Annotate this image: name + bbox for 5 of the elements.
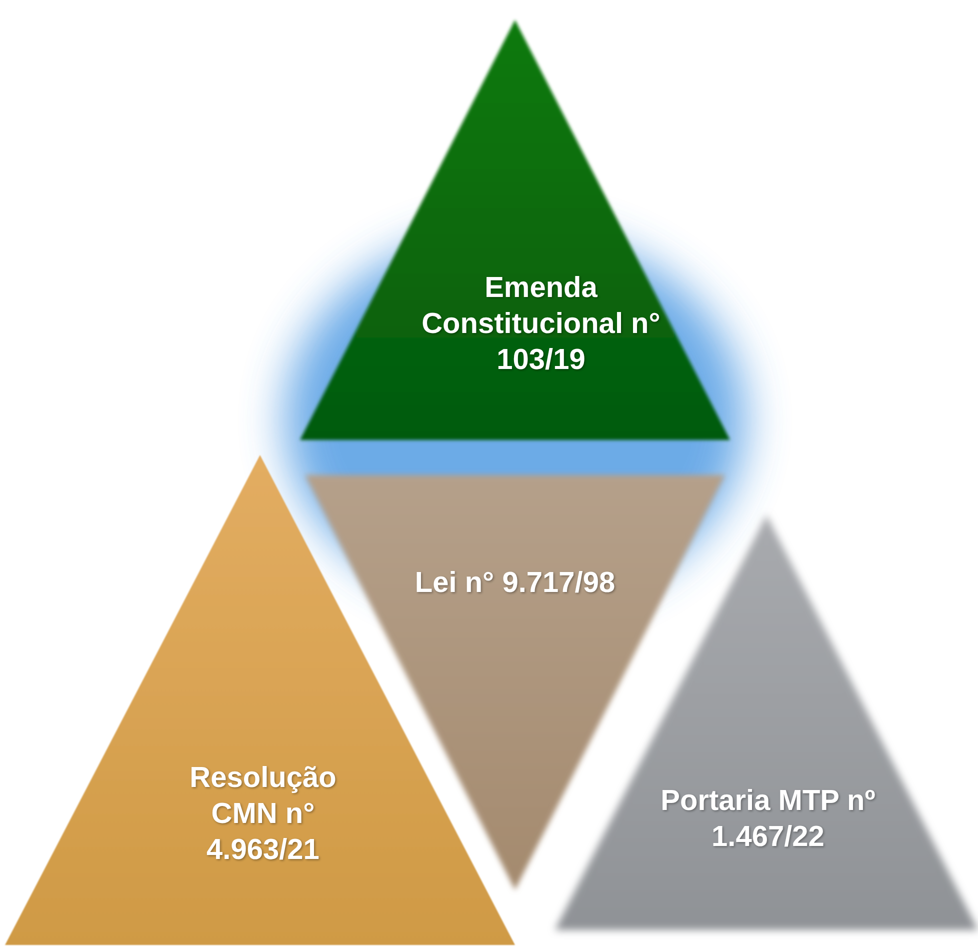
node-label: Portaria MTP nº 1.467/22 <box>660 784 876 855</box>
triangle-shape <box>300 20 730 440</box>
node-label: Resolução CMN n° 4.963/21 <box>188 761 338 868</box>
node-label: Emenda Constitucional n° 103/19 <box>420 271 662 378</box>
node-label: Lei n° 9.717/98 <box>414 566 616 601</box>
